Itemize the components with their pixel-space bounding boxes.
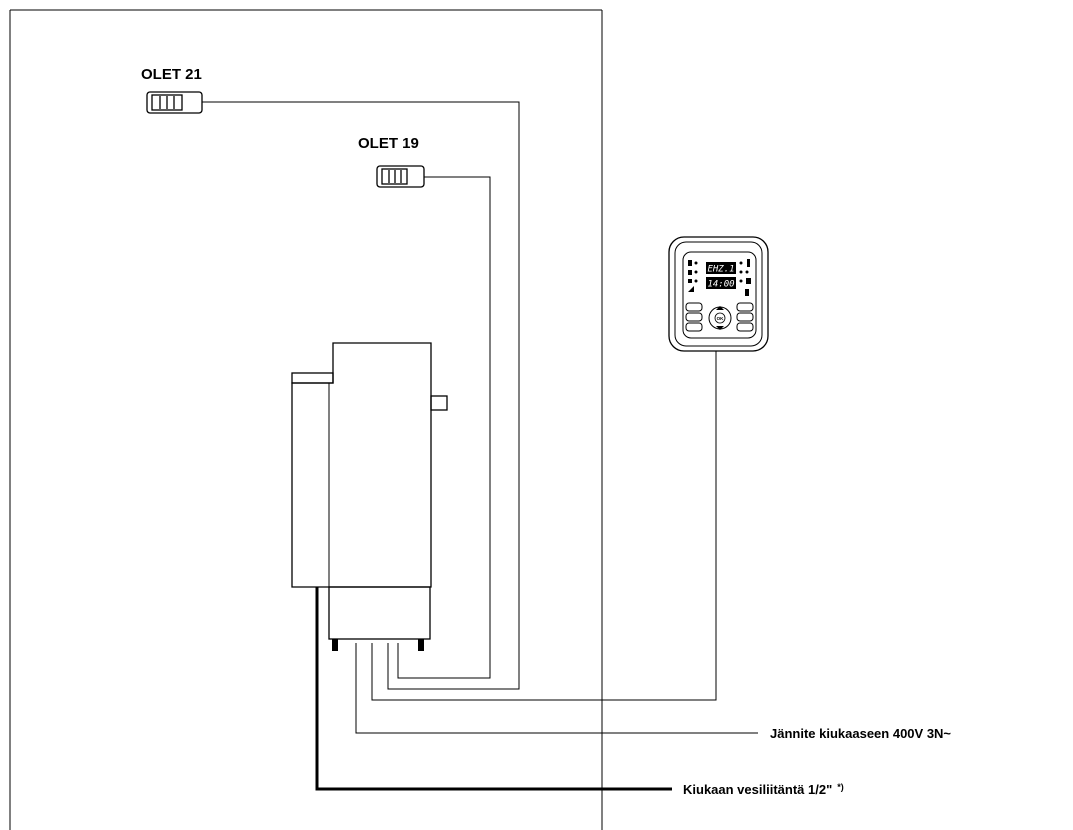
control-panel: EHZ.1 14:00 bbox=[668, 236, 769, 352]
panel-display-bottom-text: 14:00 bbox=[707, 280, 734, 290]
sensor-cables bbox=[202, 101, 520, 690]
water-connection-footnote-mark: *) bbox=[837, 782, 844, 792]
panel-ok-button: OK bbox=[708, 306, 732, 330]
room-outline bbox=[9, 9, 603, 830]
panel-ok-label: OK bbox=[717, 316, 725, 321]
water-connection-label: Kiukaan vesiliitäntä 1/2" *) bbox=[683, 782, 844, 797]
panel-display-bottom bbox=[706, 277, 736, 289]
panel-buttons-left bbox=[685, 302, 703, 332]
control-cable bbox=[371, 351, 717, 701]
power-supply-label: Jännite kiukaaseen 400V 3N~ bbox=[770, 726, 951, 741]
water-connection-line: Kiukaan vesiliitäntä 1/2" *) bbox=[315, 587, 844, 797]
panel-display-top-text: EHZ.1 bbox=[707, 265, 734, 275]
panel-indicator-icons-left bbox=[688, 260, 698, 292]
sensor-olet-21-label: OLET 21 bbox=[141, 66, 202, 83]
sensor-olet-19: OLET 19 bbox=[358, 135, 425, 188]
panel-buttons-right bbox=[736, 302, 754, 332]
water-connection-text: Kiukaan vesiliitäntä 1/2" bbox=[683, 782, 832, 797]
sauna-heater bbox=[291, 342, 448, 651]
panel-indicator-icons-right bbox=[739, 259, 751, 296]
sensor-olet-19-label: OLET 19 bbox=[358, 135, 419, 152]
sensor-olet-21: OLET 21 bbox=[141, 66, 203, 114]
panel-display-top bbox=[706, 262, 736, 274]
power-supply-line: Jännite kiukaaseen 400V 3N~ bbox=[355, 643, 951, 741]
